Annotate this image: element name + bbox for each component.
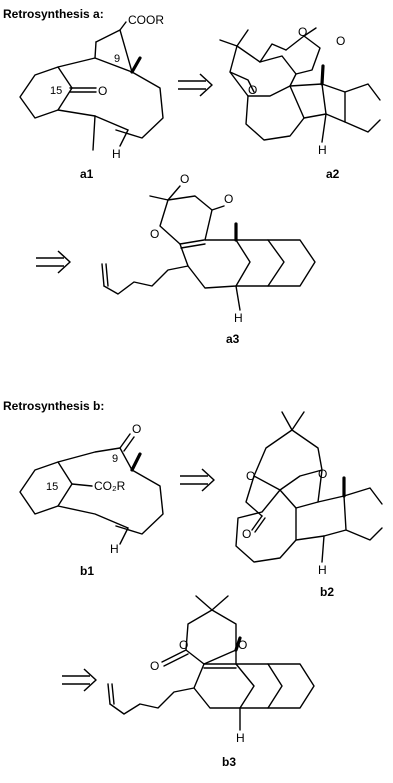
atom-o: O [132,422,141,436]
compound-a2: O O O H a2 [219,25,381,181]
compound-a1: COOR 9 15 O H a1 [19,13,164,181]
atom-coor: COOR [128,13,164,27]
atom-h: H [234,311,243,325]
atom-o: O [180,172,189,186]
atom-o: O [150,659,159,673]
atom-o: O [98,84,107,98]
locant-15: 15 [50,85,62,97]
compound-label-b1: b1 [80,564,94,578]
locant-9: 9 [112,453,118,465]
retrosynthesis-arrow-icon [179,468,215,492]
atom-o: O [150,227,159,241]
retrosynthesis-arrow-icon [35,250,71,274]
atom-o: O [224,192,233,206]
atom-o: O [318,467,327,481]
retrosynthesis-arrow-icon [177,73,213,97]
atom-o: O [179,638,188,652]
compound-label-a3: a3 [226,332,240,346]
section-a-title: Retrosynthesis a: [3,7,104,21]
atom-o: O [336,34,345,48]
atom-h: H [236,731,245,745]
atom-o: O [248,83,257,97]
atom-h: H [318,563,327,577]
atom-o: O [238,638,247,652]
atom-co2r: CO₂R [94,479,126,493]
locant-9: 9 [114,53,120,65]
atom-h: H [318,143,327,157]
atom-h: H [110,542,119,556]
atom-o: O [246,469,255,483]
compound-label-a1: a1 [80,167,94,181]
atom-o: O [242,527,251,541]
atom-h: H [112,147,121,161]
atom-o: O [298,25,307,39]
compound-label-b3: b3 [222,755,236,769]
retrosynthesis-arrow-icon [61,668,97,692]
locant-15: 15 [46,481,58,493]
compound-b2: O O O H b2 [235,411,383,599]
compound-a3: O O O H a3 [101,172,316,346]
compound-b3: O O O H b3 [107,595,315,769]
compound-label-a2: a2 [326,167,340,181]
compound-label-b2: b2 [320,585,334,599]
compound-b1: O 9 15 CO₂R H b1 [19,422,164,578]
section-b-title: Retrosynthesis b: [3,399,104,413]
